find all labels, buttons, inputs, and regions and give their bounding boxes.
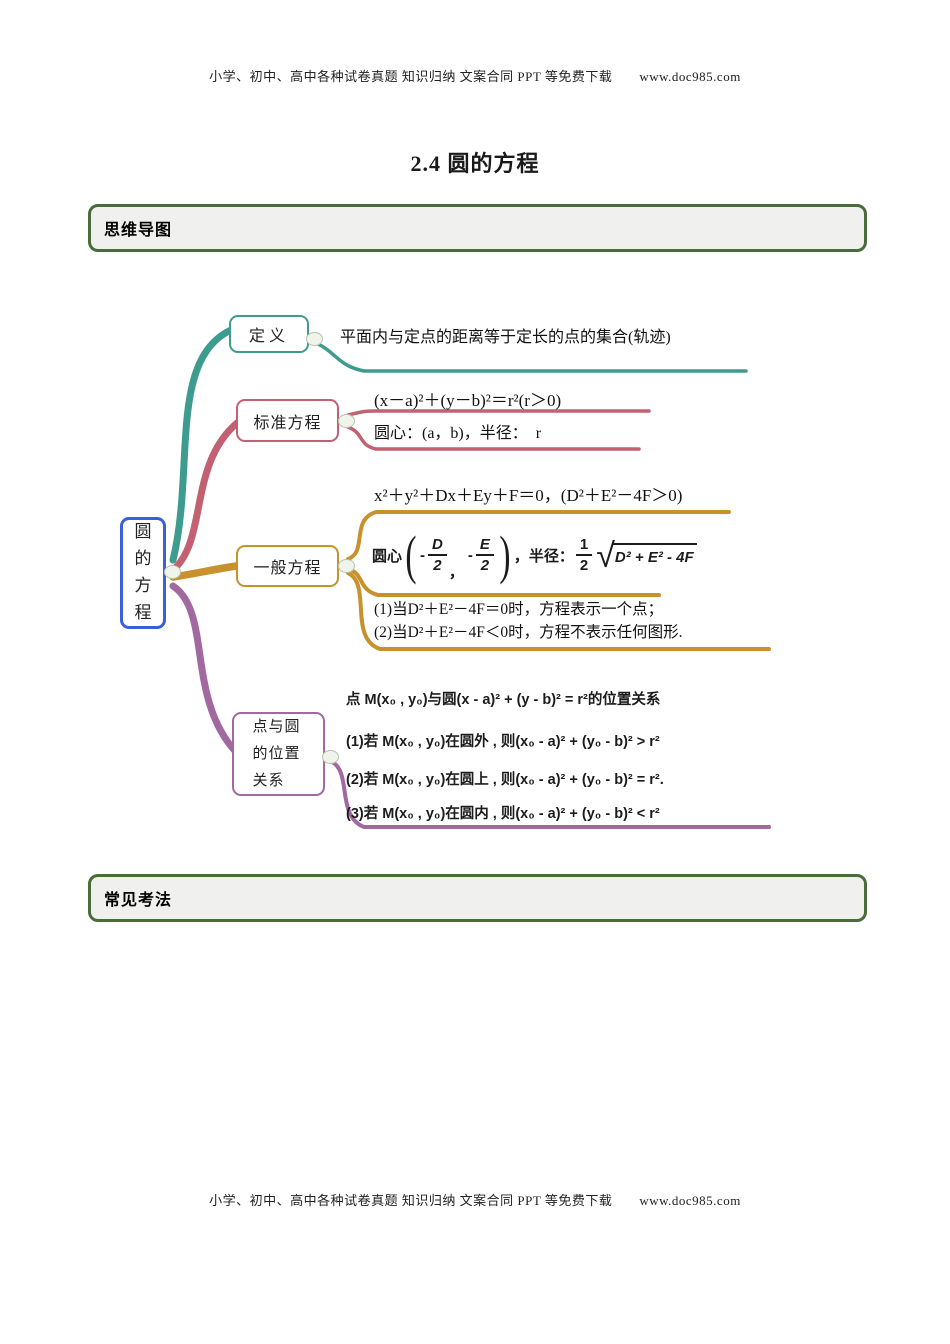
- mindmap-node-standard: 标准方程: [236, 399, 339, 442]
- general-case1: (1)当D²＋E²－4F＝0时，方程表示一个点；: [374, 601, 664, 618]
- position-node-label: 点与圆的位置关系: [252, 718, 301, 789]
- mindmap-node-position: 点与圆的位置关系: [232, 712, 325, 796]
- footer-site-line: 小学、初中、高中各种试卷真题 知识归纳 文案合同 PPT 等免费下载 www.d…: [209, 1193, 741, 1208]
- section-common-box: 常见考法: [88, 874, 867, 922]
- fraction-comma: ，: [448, 564, 464, 581]
- general-case2: (2)当D²＋E²－4F＜0时，方程不表示任何图形.: [374, 624, 683, 641]
- standard-center-radius: 圆心：(a，b)，半径： r: [374, 425, 542, 442]
- section-mindmap-box: 思维导图: [88, 204, 867, 252]
- position-intro: 点 M(x₀ , y₀)与圆(x - a)² + (y - b)² = r²的位…: [346, 692, 661, 708]
- mindmap-node-general: 一般方程: [236, 545, 339, 587]
- mindmap-root-label: 圆的方程: [134, 522, 152, 622]
- branch-curve-position: [169, 582, 240, 756]
- definition-text: 平面内与定点的距离等于定长的点的集合(轨迹): [340, 329, 671, 346]
- section-mindmap-label: 思维导图: [104, 222, 173, 239]
- general-center-prefix: 圆心: [372, 547, 403, 565]
- branch-curve-standard: [169, 419, 241, 574]
- fraction-d-over-2: D 2: [428, 536, 447, 574]
- general-node-label: 一般方程: [253, 560, 322, 577]
- position-case2: (2)若 M(x₀ , y₀)在圆上 , 则(x₀ - a)² + (y₀ - …: [346, 772, 664, 788]
- page-title: 2.4 圆的方程: [410, 151, 540, 176]
- standard-formula: (x－a)²＋(y－b)²＝r²(r＞0): [374, 391, 562, 410]
- sqrt-content: D² + E² - 4F: [611, 543, 697, 566]
- connector-dot-general: [338, 559, 355, 573]
- connector-dot-position: [322, 750, 339, 764]
- frac1-numerator: D: [428, 536, 447, 556]
- definition-node-label: 定义: [248, 328, 289, 345]
- position-case1: (1)若 M(x₀ , y₀)在圆外 , 则(x₀ - a)² + (y₀ - …: [346, 734, 660, 750]
- left-paren-glyph: (: [405, 524, 417, 585]
- frac2-numerator: E: [475, 536, 494, 556]
- mindmap-root-node: 圆的方程: [120, 517, 166, 629]
- frac2-denominator: 2: [480, 557, 490, 574]
- mindmap-node-definition: 定义: [229, 315, 309, 353]
- general-formula: x²＋y²＋Dx＋Ey＋F＝0，(D²＋E²－4F＞0): [374, 486, 683, 505]
- standard-node-label: 标准方程: [253, 414, 322, 432]
- connector-dot-definition: [306, 332, 323, 346]
- branch-curve-general: [169, 562, 241, 581]
- frac2-sign: -: [467, 546, 473, 564]
- header-site-line: 小学、初中、高中各种试卷真题 知识归纳 文案合同 PPT 等免费下载 www.d…: [209, 69, 741, 84]
- underline-definition: [314, 341, 748, 373]
- frac1-sign: -: [420, 546, 425, 564]
- general-radius-label: ，半径：: [513, 547, 574, 565]
- connector-dot-standard: [338, 414, 355, 428]
- branch-curve-definition: [169, 326, 235, 564]
- frac1-denominator: 2: [433, 557, 442, 574]
- square-root-expression: √ D² + E² - 4F: [596, 537, 697, 575]
- right-paren-glyph: ): [499, 524, 511, 585]
- radius-frac-numerator: 1: [575, 536, 593, 556]
- position-case3: (3)若 M(x₀ , y₀)在圆内 , 则(x₀ - a)² + (y₀ - …: [346, 806, 660, 822]
- fraction-one-half: 1 2: [575, 536, 593, 574]
- connector-dot-root: [164, 565, 181, 579]
- general-center-radius-formula: 圆心 ( - D 2 ， - E 2 ) ，半径： 1 2 √ D² + E² …: [372, 514, 697, 596]
- radical-icon: √: [596, 537, 615, 575]
- fraction-e-over-2: E 2: [475, 536, 494, 574]
- underline-standard-formula: [346, 409, 651, 417]
- radius-frac-denominator: 2: [579, 557, 589, 574]
- section-common-label: 常见考法: [104, 892, 173, 909]
